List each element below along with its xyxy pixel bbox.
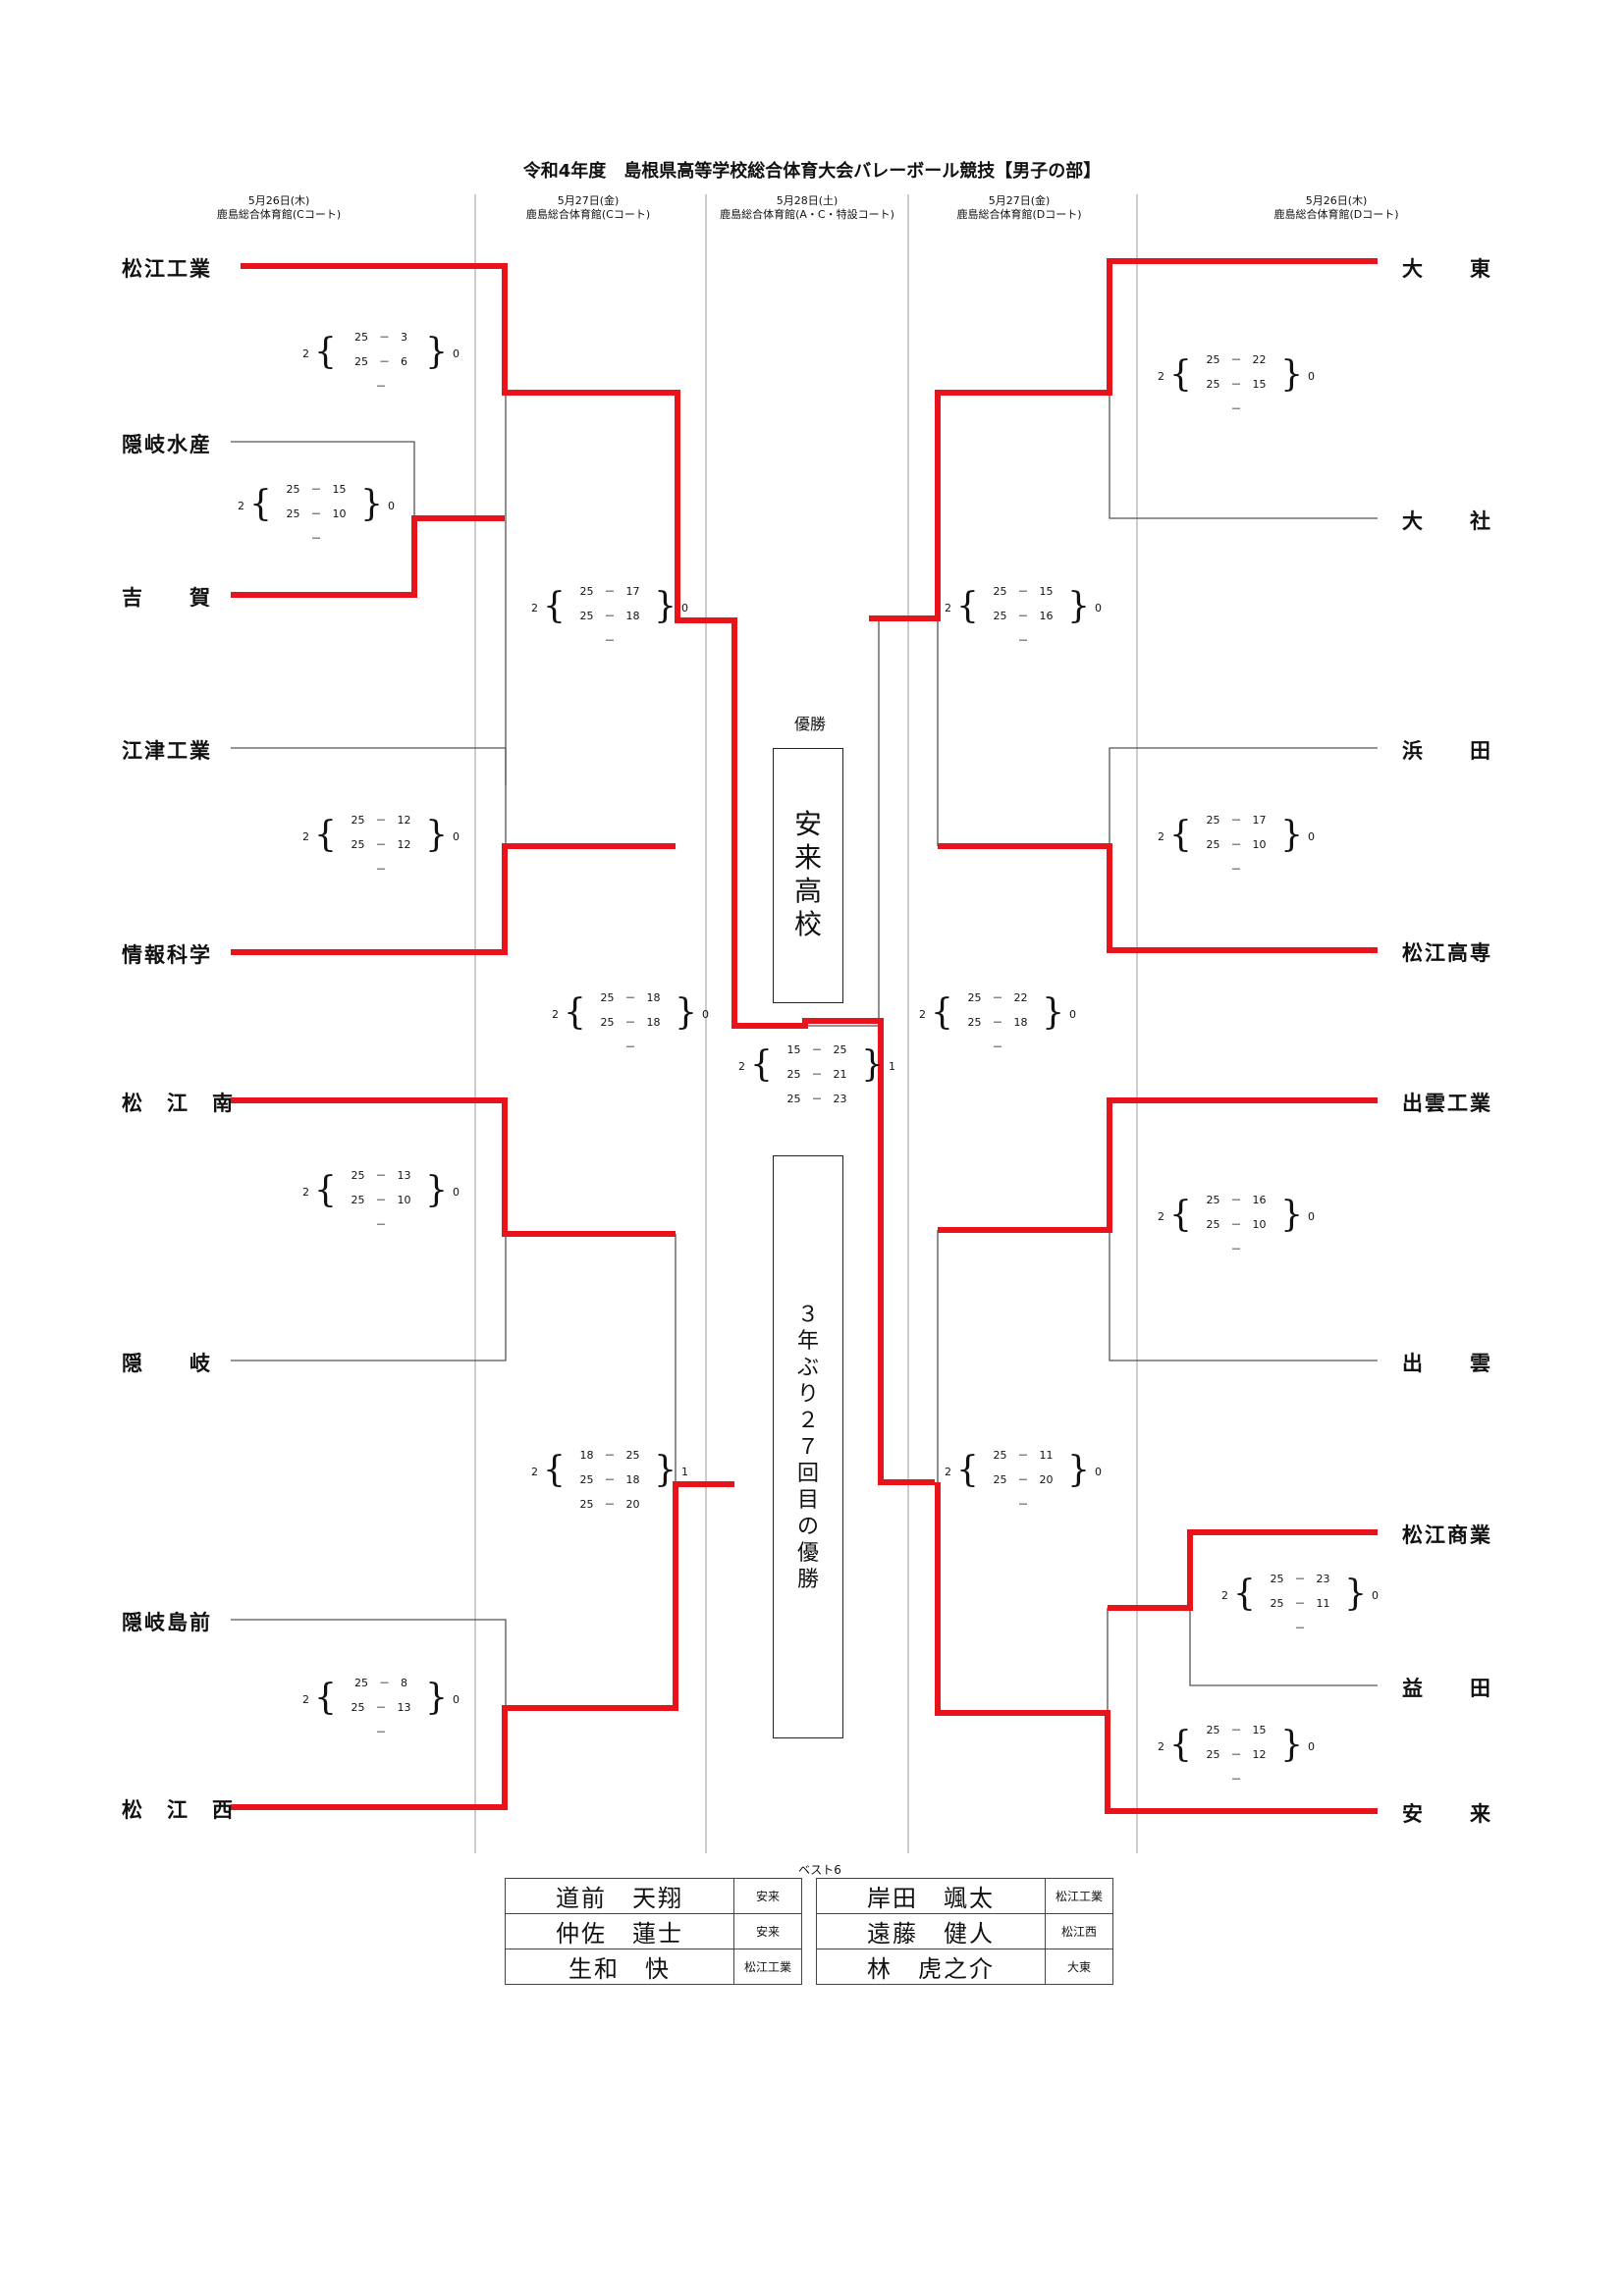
team-name: 松江高専 [1402,941,1492,965]
champion-label: 優勝 [793,715,826,733]
day-header: 5月27日(金)鹿島総合体育館(Cコート) [525,194,651,221]
bracket-line [231,747,507,846]
champion-name: 安来高校 [793,808,822,940]
player-name: 林 虎之介 [816,1949,1046,1985]
day-header: 5月26日(木)鹿島総合体育館(Dコート) [1273,194,1399,221]
player-school: 安来 [733,1913,802,1949]
player-school: 大東 [1045,1949,1113,1985]
winner-path [231,1097,676,1237]
team-name: 江津工業 [122,739,212,763]
winner-path [1108,1529,1378,1611]
best6-table-left: 道前 天翔安来 仲佐 蓮士安来 生和 快松江工業 [505,1878,802,1985]
table-row: 生和 快松江工業 [505,1949,802,1985]
bracket-line [231,1619,507,1715]
table-row: 仲佐 蓮士安来 [505,1913,802,1949]
table-row: 遠藤 健人松江西 [816,1913,1113,1949]
winner-path [231,1481,734,1810]
best6-table-right: 岸田 颯太松江工業 遠藤 健人松江西 林 虎之介大東 [816,1878,1113,1985]
table-row: 道前 天翔安来 [505,1878,802,1914]
team-name: 隠 岐 [122,1352,212,1375]
winner-path [231,843,676,955]
team-name: 安 来 [1402,1802,1492,1826]
winner-path [231,515,505,598]
player-school: 松江工業 [733,1949,802,1985]
winner-path [935,1482,1378,1814]
table-row: 林 虎之介大東 [816,1949,1113,1985]
day-header: 5月27日(金)鹿島総合体育館(Dコート) [956,194,1082,221]
team-name: 情報科学 [122,943,212,967]
team-name: 出雲工業 [1402,1092,1492,1115]
player-name: 仲佐 蓮士 [505,1913,734,1949]
day-header: 5月26日(木)鹿島総合体育館(Cコート) [216,194,342,221]
team-name: 松江商業 [1402,1523,1492,1547]
team-name: 隠岐島前 [122,1611,212,1634]
team-name: 隠岐水産 [122,433,212,456]
bracket-line [1189,1608,1378,1686]
page-title: 令和4年度 島根県高等学校総合体育大会バレーボール競技【男子の部】 [522,161,1102,182]
team-name: 出 雲 [1402,1352,1492,1375]
team-name: 松 江 南 [122,1092,235,1115]
player-school: 松江工業 [1045,1878,1113,1914]
team-name: 浜 田 [1402,739,1492,763]
champion-box: 安来高校 [773,748,843,1003]
bracket-line [1109,1230,1378,1362]
day-header: 5月28日(土)鹿島総合体育館(A・C・特設コート) [720,194,894,221]
winner-path [938,843,1378,953]
team-name: 大 東 [1402,257,1492,281]
bracket-line [231,1234,507,1362]
winner-path [938,1097,1378,1233]
team-name: 吉 賀 [122,586,212,610]
team-name: 大 社 [1402,509,1492,533]
player-name: 遠藤 健人 [816,1913,1046,1949]
player-school: 安来 [733,1878,802,1914]
winner-path [869,258,1378,621]
bracket-line [231,441,415,518]
bracket-line [1109,747,1378,846]
table-row: 岸田 颯太松江工業 [816,1878,1113,1914]
player-name: 岸田 颯太 [816,1878,1046,1914]
team-name: 益 田 [1402,1677,1492,1700]
winner-path [241,263,935,1485]
bracket-line [1109,393,1378,519]
team-name: 松江工業 [122,257,212,281]
best6-label: ベスト6 [798,1863,841,1877]
player-school: 松江西 [1045,1913,1113,1949]
player-name: 道前 天翔 [505,1878,734,1914]
player-name: 生和 快 [505,1949,734,1985]
team-name: 松 江 西 [122,1798,235,1822]
